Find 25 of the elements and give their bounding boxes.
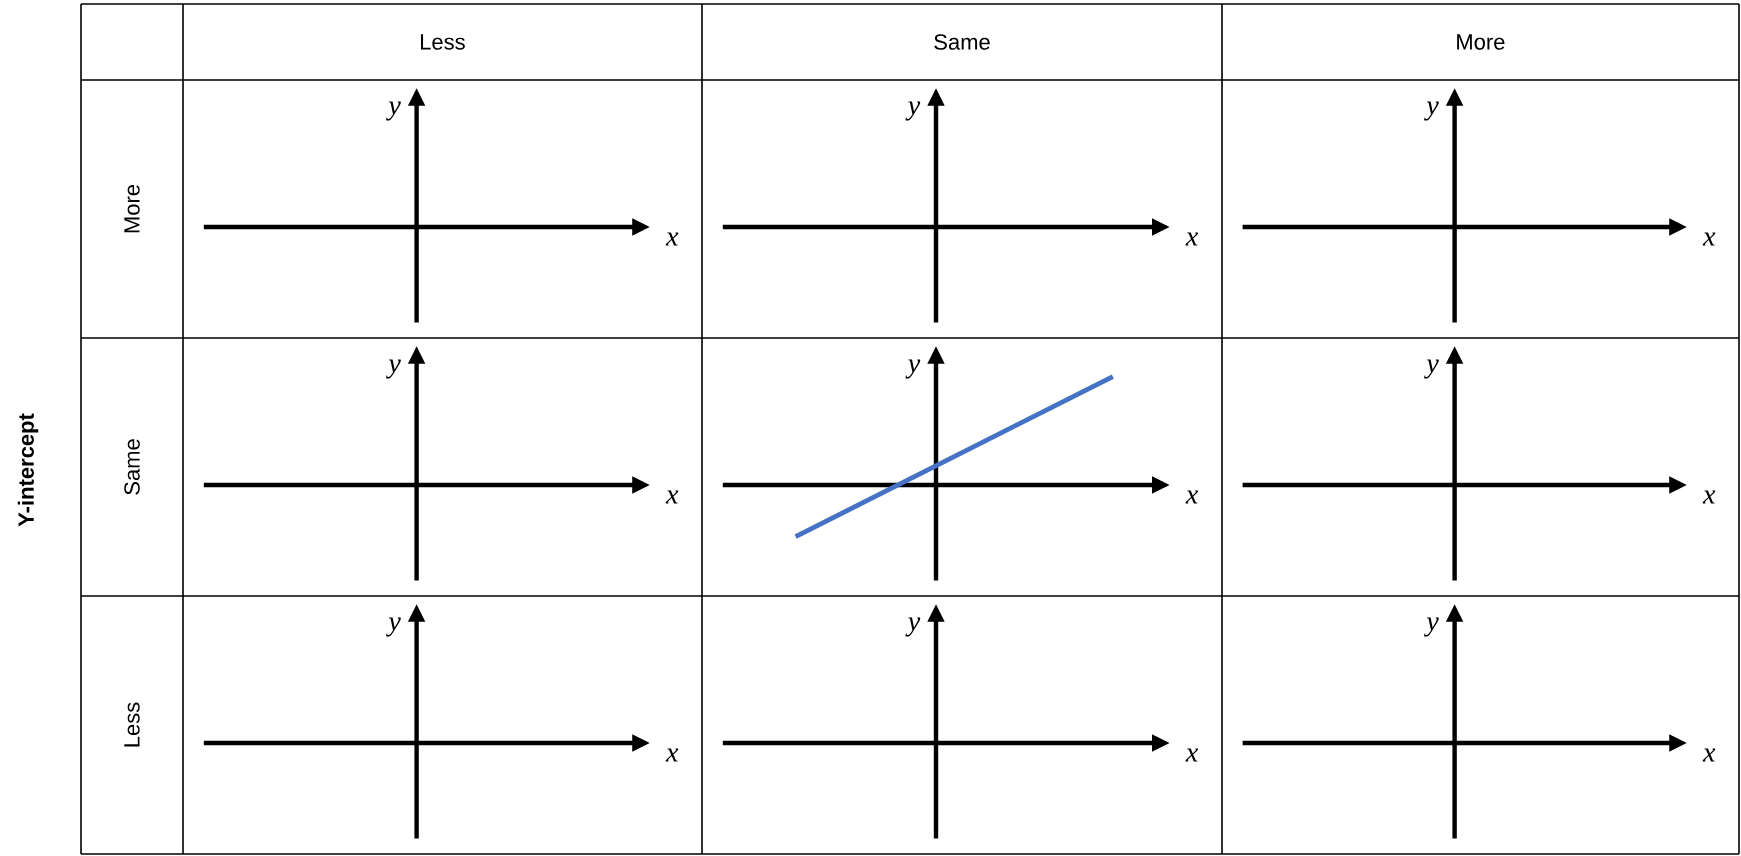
axis-label: y [905, 101, 921, 121]
axis-label: x [665, 490, 679, 504]
axis-label: y [905, 359, 921, 379]
axis-label: x [1185, 748, 1199, 762]
axis-label: y [386, 359, 401, 379]
row-header: Same [124, 439, 140, 495]
axis-label: x [1702, 232, 1716, 246]
axis-label: x [665, 748, 679, 762]
row-header: Less [124, 702, 140, 747]
axis-label: x [1185, 232, 1199, 246]
axis-label: y [386, 101, 401, 121]
axis-label: y [386, 617, 401, 637]
axis-label: x [1702, 490, 1716, 504]
axis-label: x [665, 232, 679, 246]
axis-label: x [1185, 490, 1199, 504]
axis-label: y [1424, 101, 1439, 121]
axis-label: y [1424, 617, 1439, 637]
axis-title: Y-intercept [17, 413, 39, 527]
column-header: More [1457, 34, 1505, 50]
column-header: Less [421, 34, 465, 50]
column-header: Same [934, 34, 990, 50]
row-header: More [124, 184, 140, 233]
axis-label: y [1424, 359, 1439, 379]
axis-label: x [1702, 748, 1716, 762]
axis-label: y [905, 617, 921, 637]
